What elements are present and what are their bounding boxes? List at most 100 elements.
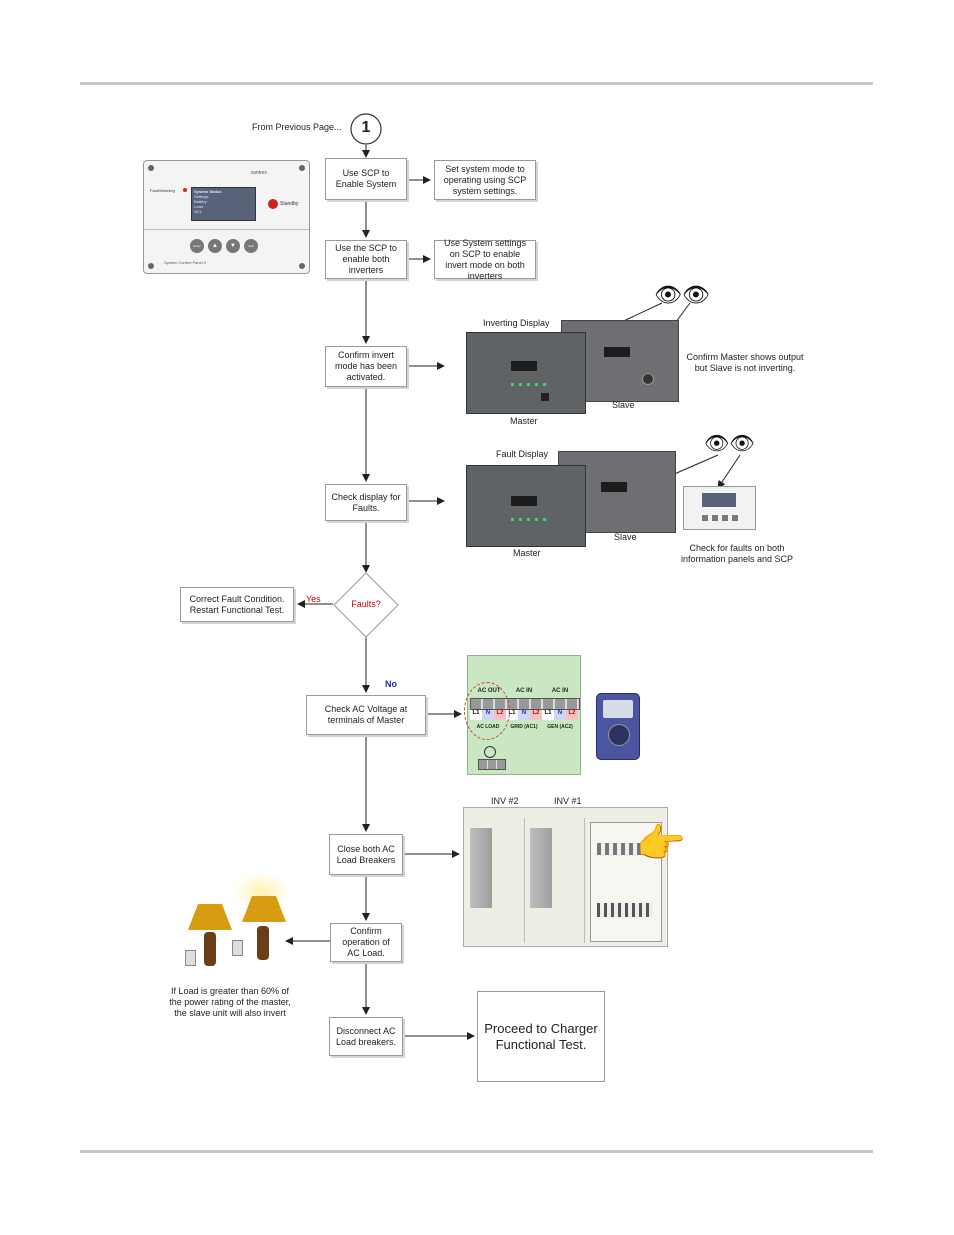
note-system-mode: Set system mode to operating using SCP s… (434, 160, 536, 200)
scp-brand: xantrex (250, 170, 267, 176)
scp-footer: System Control Panel II (164, 260, 207, 265)
breaker-panel (590, 822, 662, 942)
step-proceed-charger: Proceed to Charger Functional Test. (477, 991, 605, 1082)
inverter-1 (526, 818, 585, 943)
led-row-icon (511, 383, 547, 386)
terminal-l2: L2 (530, 710, 542, 720)
inv1-label: INV #1 (554, 796, 582, 806)
slave-label: Slave (612, 400, 635, 410)
eyes-icon: 👁👁 (654, 282, 710, 307)
note-confirm-master: Confirm Master shows output but Slave is… (686, 352, 804, 373)
breaker-row (597, 843, 645, 855)
master-panel (466, 332, 586, 414)
step-confirm-load: Confirm operation of AC Load. (330, 923, 402, 962)
terminal-group-label: AC IN (515, 688, 533, 694)
inverter-2-body (470, 828, 492, 908)
scp-screen-row: Load (194, 204, 203, 209)
inverter-1-body (530, 828, 552, 908)
scp-standby-label: Standby (280, 201, 299, 207)
master-knob (541, 393, 549, 401)
scp-enter-button: Enter (190, 239, 204, 253)
scp-screen-title: System Status (194, 189, 222, 194)
multimeter-display (603, 700, 633, 718)
terminal-n: N (518, 710, 530, 720)
scp-divider (144, 229, 309, 230)
scp-mini-buttons (702, 515, 738, 521)
lamp-shade (242, 896, 286, 922)
slave-screen (604, 347, 630, 357)
scp-exit-button: Exit (244, 239, 258, 253)
scp-screen-row: Settings (194, 194, 209, 199)
scp-mini-screen (702, 493, 736, 507)
fault-display-label: Fault Display (494, 449, 551, 459)
scp-mini-icon (683, 486, 756, 530)
fault-led-icon (183, 188, 187, 192)
yes-label: Yes (306, 594, 321, 604)
lamp-shade (188, 904, 232, 930)
decision-diamond (333, 572, 399, 638)
scp-fault-warning-label: Fault/Warning (150, 188, 175, 193)
fault-master-screen (511, 496, 537, 506)
sightline-scp (717, 454, 741, 489)
master-label: Master (510, 416, 538, 426)
footer-rule (80, 1150, 873, 1153)
step-confirm-invert: Confirm invert mode has been activated. (325, 346, 407, 387)
multimeter-icon (596, 693, 640, 760)
terminal-l1: L1 (542, 710, 554, 720)
eyes-icon: 👁👁 (704, 433, 755, 455)
lamp-icon (188, 880, 232, 970)
note-invert-mode: Use System settings on SCP to enable inv… (434, 238, 536, 281)
outlet-icon (232, 940, 243, 956)
scp-panel: System Status Settings Battery Load AC1 … (143, 160, 310, 274)
connector-circle (350, 113, 382, 145)
step-check-ac-voltage: Check AC Voltage at terminals of Master (306, 695, 426, 735)
scp-screen-row: AC1 (194, 209, 202, 214)
master-screen (511, 361, 537, 371)
scp-up-button: ▲ (208, 239, 222, 253)
multimeter-dial (608, 724, 630, 746)
no-label: No (385, 679, 397, 689)
screw-icon (299, 165, 305, 171)
fault-display-panels: Fault Display (466, 449, 676, 547)
lamp-base (257, 926, 269, 960)
step-check-faults: Check display for Faults. (325, 484, 407, 521)
terminal-n: N (554, 710, 566, 720)
step-enable-system: Use SCP to Enable System (325, 158, 407, 200)
connector-number: 1 (361, 119, 371, 136)
continuation-label: From Previous Page... (252, 122, 342, 132)
inverter-2 (466, 818, 525, 943)
slave-knob (642, 373, 654, 385)
scp-screen-row: Battery (194, 199, 207, 204)
note-check-faults: Check for faults on both information pan… (680, 543, 794, 564)
terminal-l2: L2 (566, 710, 578, 720)
terminal-l1: L1 (506, 710, 518, 720)
step-correct-fault: Correct Fault Condition. Restart Functio… (180, 587, 294, 622)
scp-screen: System Status Settings Battery Load AC1 (191, 187, 256, 221)
fault-slave-screen (601, 482, 627, 492)
step-disconnect-breakers: Disconnect AC Load breakers. (329, 1017, 403, 1056)
step-close-breakers: Close both AC Load Breakers (329, 834, 403, 875)
fault-master-panel (466, 465, 586, 547)
inv2-label: INV #2 (491, 796, 519, 806)
standby-button (268, 199, 278, 209)
breaker-row (597, 903, 653, 917)
screw-icon (148, 165, 154, 171)
screw-icon (299, 263, 305, 269)
outlet-icon (185, 950, 196, 966)
ground-terminal (478, 759, 506, 770)
ac-out-highlight (464, 682, 510, 740)
scp-down-button: ▼ (226, 239, 240, 253)
terminal-group-label: AC IN (551, 688, 569, 694)
ac-terminal-board: AC OUT AC IN AC IN L1 N L2 L1 N L2 L1 N … (464, 655, 581, 775)
terminal-bottom-label: GEN (AC2) (547, 724, 573, 730)
terminal-bottom-label: GRID (AC1) (510, 724, 538, 730)
fault-slave-label: Slave (614, 532, 637, 542)
step-enable-inverters: Use the SCP to enable both inverters (325, 240, 407, 279)
screw-icon (148, 263, 154, 269)
inverting-display-label: Inverting Display (481, 318, 552, 328)
lamp-base (204, 932, 216, 966)
ground-icon (484, 746, 496, 758)
fault-master-label: Master (513, 548, 541, 558)
pointing-hand-icon: 👉 (636, 822, 686, 866)
